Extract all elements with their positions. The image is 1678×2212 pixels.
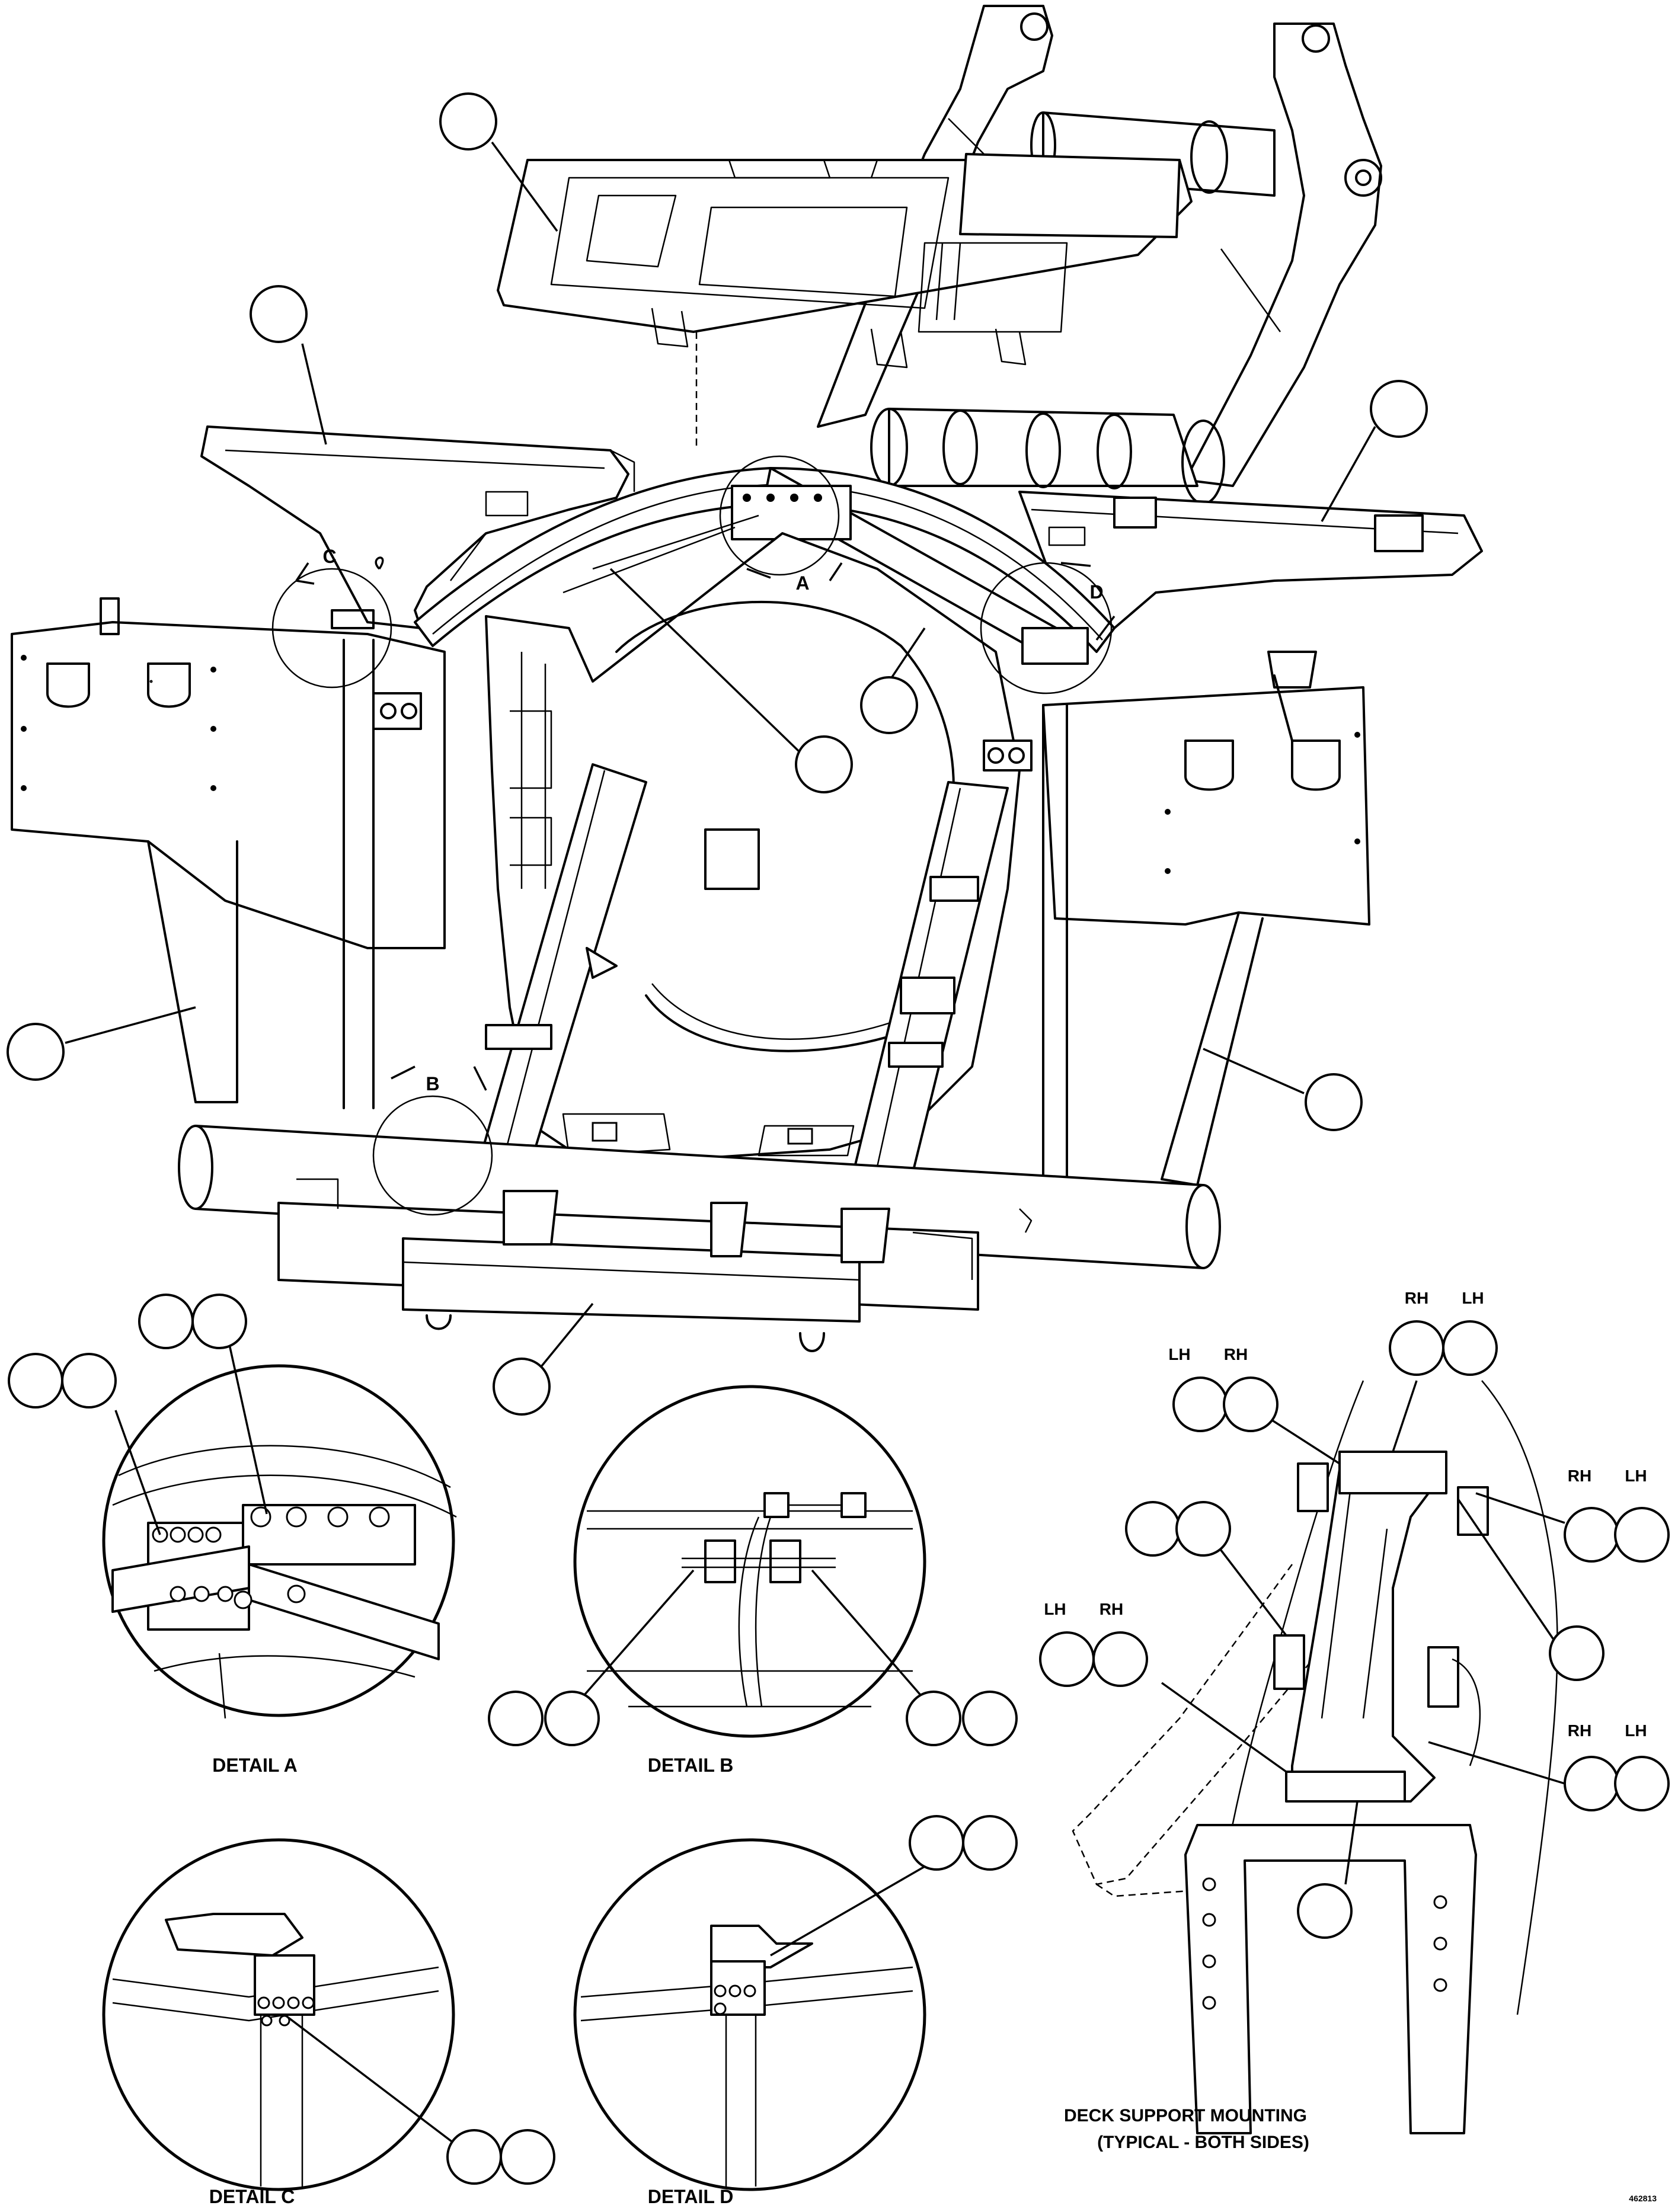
detail-d-label: DETAIL D [648, 2186, 734, 2207]
front-bumper-assembly [178, 1125, 1221, 1352]
callout-balloon [1564, 1756, 1619, 1811]
callout-balloon [446, 2129, 502, 2185]
callout-balloon [962, 1691, 1018, 1746]
side-label-lh: LH [1168, 1345, 1190, 1363]
callout-balloon [191, 1294, 247, 1349]
callout-balloon [795, 735, 853, 793]
rear-deck-frame [497, 153, 1193, 450]
callout-balloon [544, 1691, 600, 1746]
detail-a-view: DETAIL A [8, 1294, 457, 1776]
callout-balloon [1614, 1756, 1670, 1811]
view-letter-d: D [1089, 581, 1103, 603]
detail-b-label: DETAIL B [648, 1755, 734, 1776]
callout-balloon [1614, 1507, 1670, 1563]
callout-balloon [439, 92, 497, 151]
center-main-frame [461, 532, 1021, 1234]
side-label-rh: RH [1568, 1721, 1591, 1740]
detail-a-label: DETAIL A [212, 1755, 297, 1776]
view-letter-a: A [795, 572, 809, 594]
deck-support-mounting-view: RH LH LH RH RH LH LH RH RH LH DECK SUPPO… [1039, 1289, 1670, 2152]
detail-b-view: DETAIL B [488, 1385, 1018, 1776]
callout-balloon [909, 1815, 964, 1871]
callout-balloon [1172, 1377, 1228, 1432]
callout-balloon [1175, 1501, 1231, 1557]
arched-crossmember [414, 467, 1116, 665]
detail-callout-circles [271, 455, 1116, 1216]
deck-support-subtitle: (TYPICAL - BOTH SIDES) [1097, 2133, 1309, 2152]
left-platform-support [11, 597, 446, 1109]
callout-balloon [7, 1023, 65, 1081]
callout-balloon [500, 2129, 555, 2185]
callout-balloon [962, 1815, 1018, 1871]
drawing-number: 462813 [1629, 2194, 1657, 2203]
side-label-rh: RH [1568, 1467, 1591, 1485]
callout-balloon [493, 1358, 551, 1416]
side-label-rh: RH [1224, 1345, 1248, 1363]
callout-balloon [860, 676, 918, 734]
callout-balloon [61, 1353, 117, 1408]
side-label-rh: RH [1100, 1600, 1123, 1618]
callout-balloon [1092, 1631, 1148, 1687]
callout-balloon [8, 1353, 63, 1408]
view-letter-b: B [426, 1073, 439, 1094]
callout-balloon [1039, 1631, 1095, 1687]
callout-balloon [1305, 1073, 1363, 1131]
callout-balloon [1125, 1501, 1181, 1557]
callout-balloon [250, 285, 308, 343]
right-platform-support [983, 651, 1370, 1186]
deck-support-title: DECK SUPPORT MOUNTING [1064, 2106, 1307, 2125]
main-view-balloons [7, 92, 1428, 1416]
callout-balloon [906, 1691, 961, 1746]
side-label-lh: LH [1044, 1600, 1066, 1618]
callout-balloon [1564, 1507, 1619, 1563]
side-label-lh: LH [1462, 1289, 1484, 1307]
callout-balloon [1442, 1320, 1498, 1376]
view-letter-c: C [322, 546, 336, 567]
callout-balloon [1389, 1320, 1444, 1376]
right-deck-support-arm [1018, 491, 1483, 635]
callout-balloon [1370, 380, 1428, 438]
callout-balloon [1549, 1625, 1605, 1681]
detail-d-view: DETAIL D [573, 1815, 1018, 2207]
callout-balloon [488, 1691, 544, 1746]
side-label-lh: LH [1625, 1721, 1647, 1740]
callout-balloon [1223, 1377, 1279, 1432]
side-label-rh: RH [1405, 1289, 1428, 1307]
main-frame-assembly: C A D B [7, 5, 1483, 1416]
detail-c-view: DETAIL C [102, 1838, 555, 2207]
callout-balloon [138, 1294, 194, 1349]
detail-c-label: DETAIL C [209, 2186, 295, 2207]
left-deck-support-arm [200, 425, 635, 629]
side-label-lh: LH [1625, 1467, 1647, 1485]
callout-balloon [1297, 1883, 1353, 1939]
